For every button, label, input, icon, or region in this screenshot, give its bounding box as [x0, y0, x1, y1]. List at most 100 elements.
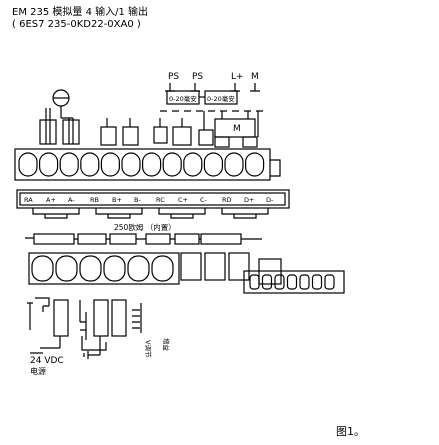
transmitter-lead-b — [60, 106, 74, 144]
lower-block-2 — [204, 252, 226, 281]
legend-box-3 — [109, 233, 137, 245]
terminal-loop — [183, 152, 203, 177]
wire-clamp-2 — [62, 119, 80, 145]
lower-block-3 — [228, 252, 250, 281]
pin-label-ps-1: PS — [168, 72, 179, 82]
terminal-label: D- — [266, 196, 274, 204]
terminal-loop — [162, 152, 182, 177]
pin-label-m: M — [251, 72, 259, 82]
input-note: 250欧姆 （内置） — [114, 222, 176, 232]
side-label-gain-adjust: V调节 — [144, 340, 153, 358]
terminal-loop-row-bottom — [31, 255, 174, 282]
terminal-label: B+ — [112, 196, 122, 204]
terminal-label: A- — [68, 196, 75, 204]
out-block-6 — [214, 136, 230, 148]
dip-switch — [324, 274, 335, 290]
internal-resistor-row — [32, 208, 269, 219]
terminal-loop — [142, 152, 162, 177]
terminal-strip-inner — [19, 192, 286, 206]
power-block-2 — [93, 299, 109, 337]
terminal-loop — [103, 255, 126, 282]
resistor-hook — [158, 208, 206, 219]
range-box-label-2: 0-20毫安 — [207, 94, 235, 103]
terminal-loop — [18, 152, 38, 177]
terminal-label: C- — [200, 196, 208, 204]
terminal-loop — [151, 255, 174, 282]
out-block-2 — [122, 126, 139, 146]
ps-terminal-marks — [165, 83, 200, 92]
resistor-hook — [221, 208, 269, 219]
dip-switch — [261, 274, 273, 290]
dip-switch-row — [249, 274, 335, 290]
terminal-loop — [79, 255, 102, 282]
dip-switch — [286, 274, 298, 290]
terminal-label: RC — [156, 196, 165, 204]
legend-box-2 — [77, 233, 107, 245]
pin-label-l-plus: L+ — [231, 72, 244, 82]
terminal-loop — [80, 152, 100, 177]
legend-box-5 — [174, 233, 200, 245]
output-drops — [203, 111, 259, 137]
resistor-hook — [95, 208, 143, 219]
terminal-loop — [55, 255, 78, 282]
terminal-label: C+ — [178, 196, 188, 204]
transmitter-lead-a — [45, 108, 51, 144]
terminal-strip-outer — [16, 189, 290, 209]
module-title: EM 235 模拟量 4 输入/1 输出 — [12, 7, 149, 18]
legend-box-1 — [33, 233, 75, 245]
block-drops — [106, 118, 183, 127]
terminal-loop — [245, 152, 265, 177]
lower-connector-frame — [28, 252, 180, 285]
dip-switch — [299, 274, 310, 290]
power-ground — [83, 336, 101, 359]
terminal-loop — [224, 152, 244, 177]
power-return — [81, 336, 107, 351]
legend-links — [25, 237, 262, 240]
power-terminal-marks — [230, 83, 260, 92]
power-lead — [40, 336, 61, 349]
figure-caption: 图1。 — [336, 425, 365, 438]
power-block-1 — [53, 299, 69, 337]
out-block-1 — [100, 126, 117, 146]
legend-box-6 — [200, 233, 242, 245]
terminal-loop — [59, 152, 79, 177]
terminal-label: RD — [222, 196, 232, 204]
bottom-left-terminal — [27, 297, 50, 330]
pin-label-ps-2: PS — [192, 72, 203, 82]
dip-switch — [274, 274, 285, 290]
lower-block-1 — [180, 252, 202, 281]
terminal-label: RB — [90, 196, 99, 204]
terminal-label: RA — [24, 196, 33, 204]
terminal-loop — [203, 152, 223, 177]
adjust-ladder — [132, 303, 142, 333]
terminal-label: A+ — [46, 196, 56, 204]
input-connector-frame — [14, 148, 271, 181]
out-block-3 — [153, 126, 168, 144]
out-block-5 — [198, 129, 214, 146]
terminal-loop — [31, 255, 54, 282]
power-block-3 — [111, 299, 127, 337]
terminal-loop — [127, 255, 150, 282]
out-block-m — [214, 118, 256, 138]
power-label: 24 VDC — [30, 356, 64, 366]
resistor-hook — [32, 208, 80, 219]
wire-clamp-1 — [39, 119, 57, 145]
connector-tab — [270, 159, 281, 177]
terminal-loop — [121, 152, 141, 177]
dip-switch — [249, 274, 260, 290]
terminal-label: D+ — [244, 196, 254, 204]
dip-switch-frame — [243, 270, 345, 294]
range-box-label-1: 0-20毫安 — [169, 94, 197, 103]
terminal-loop — [38, 152, 59, 177]
side-label-gain: 增益 — [162, 338, 171, 352]
terminal-loop — [100, 152, 121, 177]
terminal-loop-row-top — [18, 152, 265, 177]
out-block-7 — [242, 136, 258, 148]
dip-switch — [311, 274, 323, 290]
terminal-label-row: RA A+ A- RB B+ B- RC C+ C- RD D+ D- — [24, 196, 274, 204]
legend-box-4 — [145, 233, 171, 245]
terminal-label: B- — [134, 196, 141, 204]
m-label: M — [233, 124, 241, 134]
power-sublabel: 电源 — [30, 366, 46, 376]
